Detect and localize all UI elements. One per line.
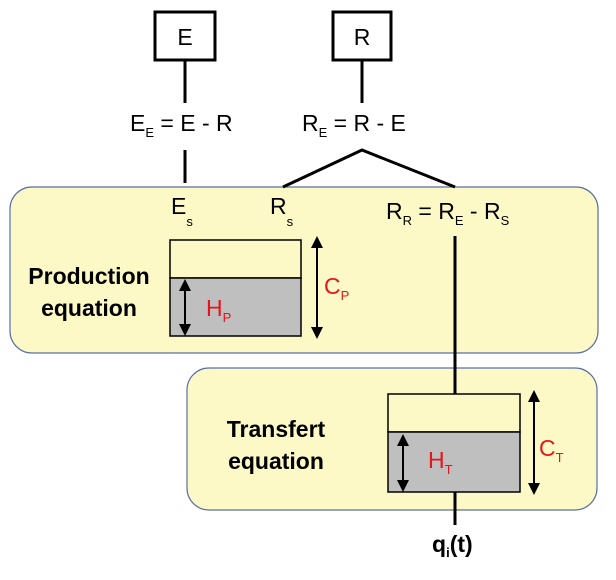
r-input-box (331, 10, 393, 62)
production-title-line2: equation (41, 295, 137, 321)
cp-label: CP (324, 273, 349, 303)
production-title-line1: Production (28, 263, 149, 289)
transfer-store-empty (387, 393, 521, 433)
re-formula: RE = R - E (302, 110, 406, 140)
es-label: Es (171, 193, 193, 229)
ee-formula: EE = E - R (130, 110, 233, 140)
transfer-store-fill (387, 431, 521, 493)
re-split-line (282, 148, 456, 189)
hp-label: HP (206, 295, 231, 325)
ht-label: HT (428, 447, 453, 477)
production-store-empty (169, 239, 302, 279)
transfer-title-line2: equation (228, 448, 324, 474)
e-input-label: E (177, 24, 192, 50)
production-panel (9, 186, 599, 354)
transfer-title-line1: Transfert (227, 416, 326, 442)
rs-label: Rs (270, 193, 294, 229)
output-label: qi(t) (432, 531, 473, 560)
rr-formula: RR = RE - RS (386, 198, 510, 228)
ct-label: CT (539, 435, 564, 465)
r-input-label: R (354, 24, 371, 50)
production-store-fill (169, 277, 302, 337)
